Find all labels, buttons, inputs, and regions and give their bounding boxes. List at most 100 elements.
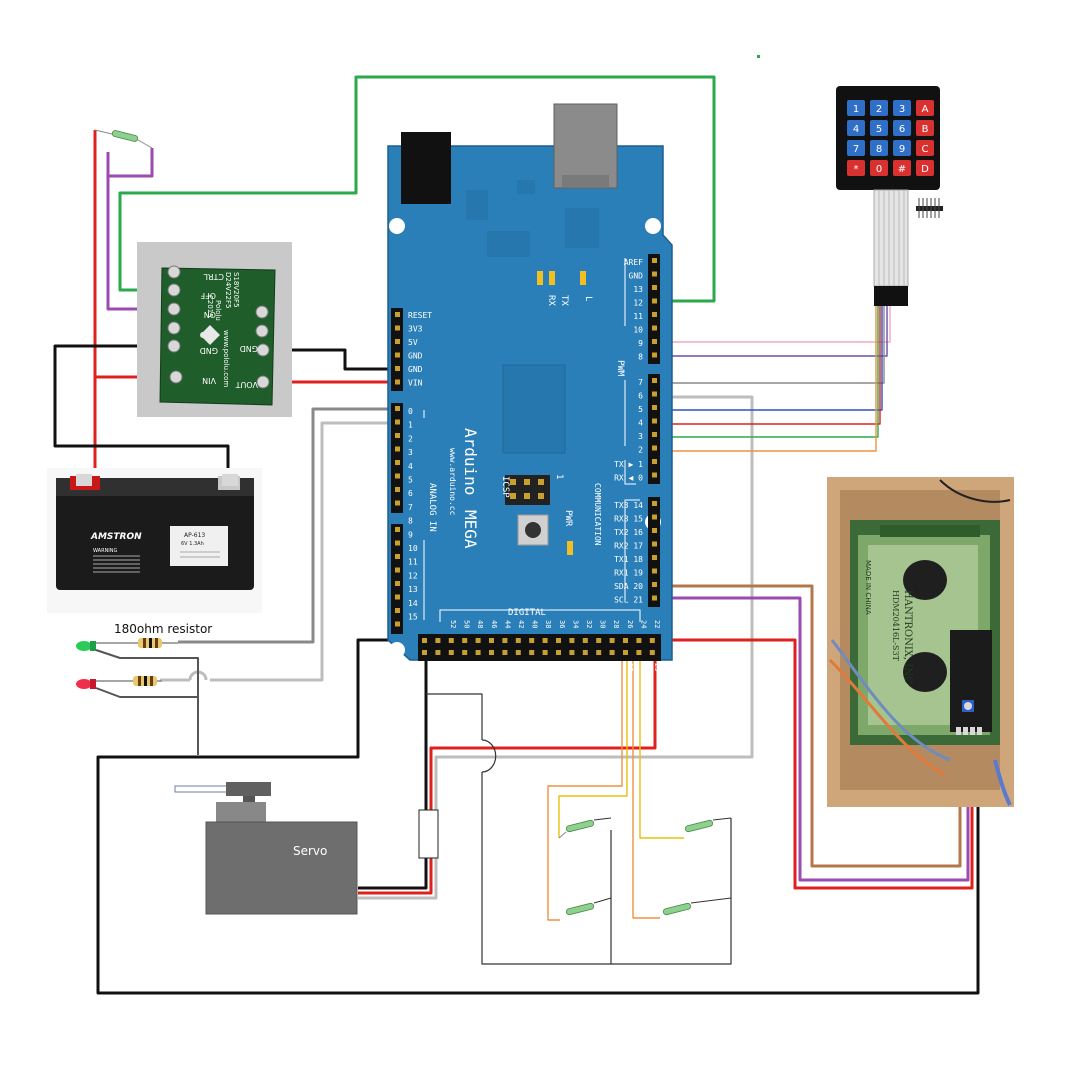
header-pin (395, 473, 400, 479)
pin-label: GND (629, 272, 644, 281)
pin-label: 34 (571, 620, 579, 628)
pin-label: 23 (653, 663, 661, 671)
keypad-key-label: 2 (876, 104, 882, 115)
yellow-wire-1 (558, 650, 628, 838)
keypad-key[interactable]: D (916, 160, 934, 176)
resistor-label: 180ohm resistor (114, 622, 212, 636)
keypad-key[interactable]: A (916, 100, 934, 116)
header-pin (502, 650, 508, 655)
regulator-pin-label: GND (240, 344, 258, 353)
battery-model-label: AP-613 (184, 532, 205, 539)
header-pin (609, 638, 615, 643)
regulator-board-text: S18V20F5 (232, 272, 240, 308)
header-pin (448, 650, 454, 655)
pin-label: TX1 18 (614, 555, 643, 564)
keypad-key[interactable]: 3 (893, 100, 911, 116)
keypad-key[interactable]: 8 (870, 140, 888, 156)
header-pin (556, 650, 561, 655)
keypad-key[interactable]: B (916, 120, 934, 136)
keypad-wire-pink (655, 305, 891, 343)
header-pin (529, 650, 535, 655)
pin-label: 25 (639, 663, 647, 671)
regulator-pin-label: OFF (200, 291, 216, 300)
usb-connector (553, 103, 618, 189)
reed-switch (558, 817, 612, 839)
light-gray-wire-a1 (210, 421, 398, 682)
keypad-key[interactable]: C (916, 140, 934, 156)
header-pin (395, 419, 400, 425)
keypad-key[interactable]: # (893, 160, 911, 176)
pin-label: 12 (408, 571, 418, 580)
pin-label: 29 (612, 663, 620, 671)
arduino-site-label: www.arduino.cc (448, 448, 457, 516)
header-pin (652, 325, 657, 331)
header-pin (652, 459, 657, 464)
keypad-key[interactable]: 7 (847, 140, 865, 156)
pin-label: 24 (639, 620, 647, 628)
pwm-section-label: PWM (615, 360, 625, 377)
led-rx-label: RX (546, 295, 556, 306)
header-pin (435, 638, 441, 643)
pin-label: RX ◀ 0 (614, 474, 643, 483)
header-pin (652, 514, 657, 520)
keypad-key[interactable]: 0 (870, 160, 888, 176)
pin-label: 5 (638, 405, 643, 414)
keypad-key-label: 3 (899, 104, 905, 115)
red-wire-servo (358, 640, 657, 895)
pin-label: 45 (503, 663, 511, 671)
pin-label: 46 (490, 620, 498, 628)
keypad-key[interactable]: * (847, 160, 865, 176)
pin-label: 38 (544, 620, 552, 628)
green-wire-ctrl (118, 75, 716, 303)
header-pin (652, 541, 657, 547)
regulator-board-text: C2015 (206, 295, 214, 318)
keypad-key[interactable]: 6 (893, 120, 911, 136)
pin-label: VIN (408, 379, 423, 388)
regulator-pin-label: VIN (202, 376, 216, 385)
brown-wire-sda (655, 584, 962, 868)
header-pin (623, 638, 628, 643)
pin-label: 7 (638, 378, 643, 387)
thin-black-hop (481, 739, 497, 773)
header-pin (395, 594, 400, 600)
pin-label: 14 (408, 599, 418, 608)
header-pin (422, 638, 427, 643)
pin-label: 9 (638, 339, 643, 348)
pin-label: 4 (638, 419, 643, 428)
pin-label: 43 (517, 663, 525, 671)
pin-label: 1 (408, 421, 413, 430)
header-pin (515, 638, 521, 643)
keypad-wire-orange (655, 305, 877, 452)
keypad-key-label: C (922, 144, 929, 155)
pin-label: 8 (638, 353, 643, 362)
arduino-model-label: MEGA (461, 510, 480, 549)
header-pin (489, 638, 494, 643)
keypad-key-label: # (898, 164, 906, 175)
gnd-bottom-label: GND (410, 665, 418, 678)
pin-label: 37 (558, 663, 566, 671)
header-pin (652, 432, 657, 437)
keypad-key[interactable]: 9 (893, 140, 911, 156)
header-pin (649, 650, 655, 655)
i2c-backpack (950, 630, 992, 732)
header-pin (462, 638, 468, 643)
header-pin (652, 339, 657, 344)
thin-black-switch-frame2 (481, 772, 732, 965)
pin-label: 12 (633, 299, 643, 308)
regulator-pin-label: VOUT (236, 380, 258, 389)
pin-label: AREF (624, 258, 643, 267)
keypad-key[interactable]: 5 (870, 120, 888, 136)
keypad-key[interactable]: 2 (870, 100, 888, 116)
keypad-key[interactable]: 1 (847, 100, 865, 116)
pin-label: TX ▶ 1 (614, 460, 643, 469)
arduino-mega-board: Arduino MEGA www.arduino.cc ICSP 1 PWR L… (387, 103, 673, 678)
header-pin (636, 650, 642, 655)
keypad-key[interactable]: 4 (847, 120, 865, 136)
pin-label: RX1 19 (614, 569, 643, 578)
digital-pinholes (422, 638, 655, 655)
header-pin (652, 285, 657, 290)
pin-label: 32 (585, 620, 593, 628)
power-jack (401, 132, 451, 204)
